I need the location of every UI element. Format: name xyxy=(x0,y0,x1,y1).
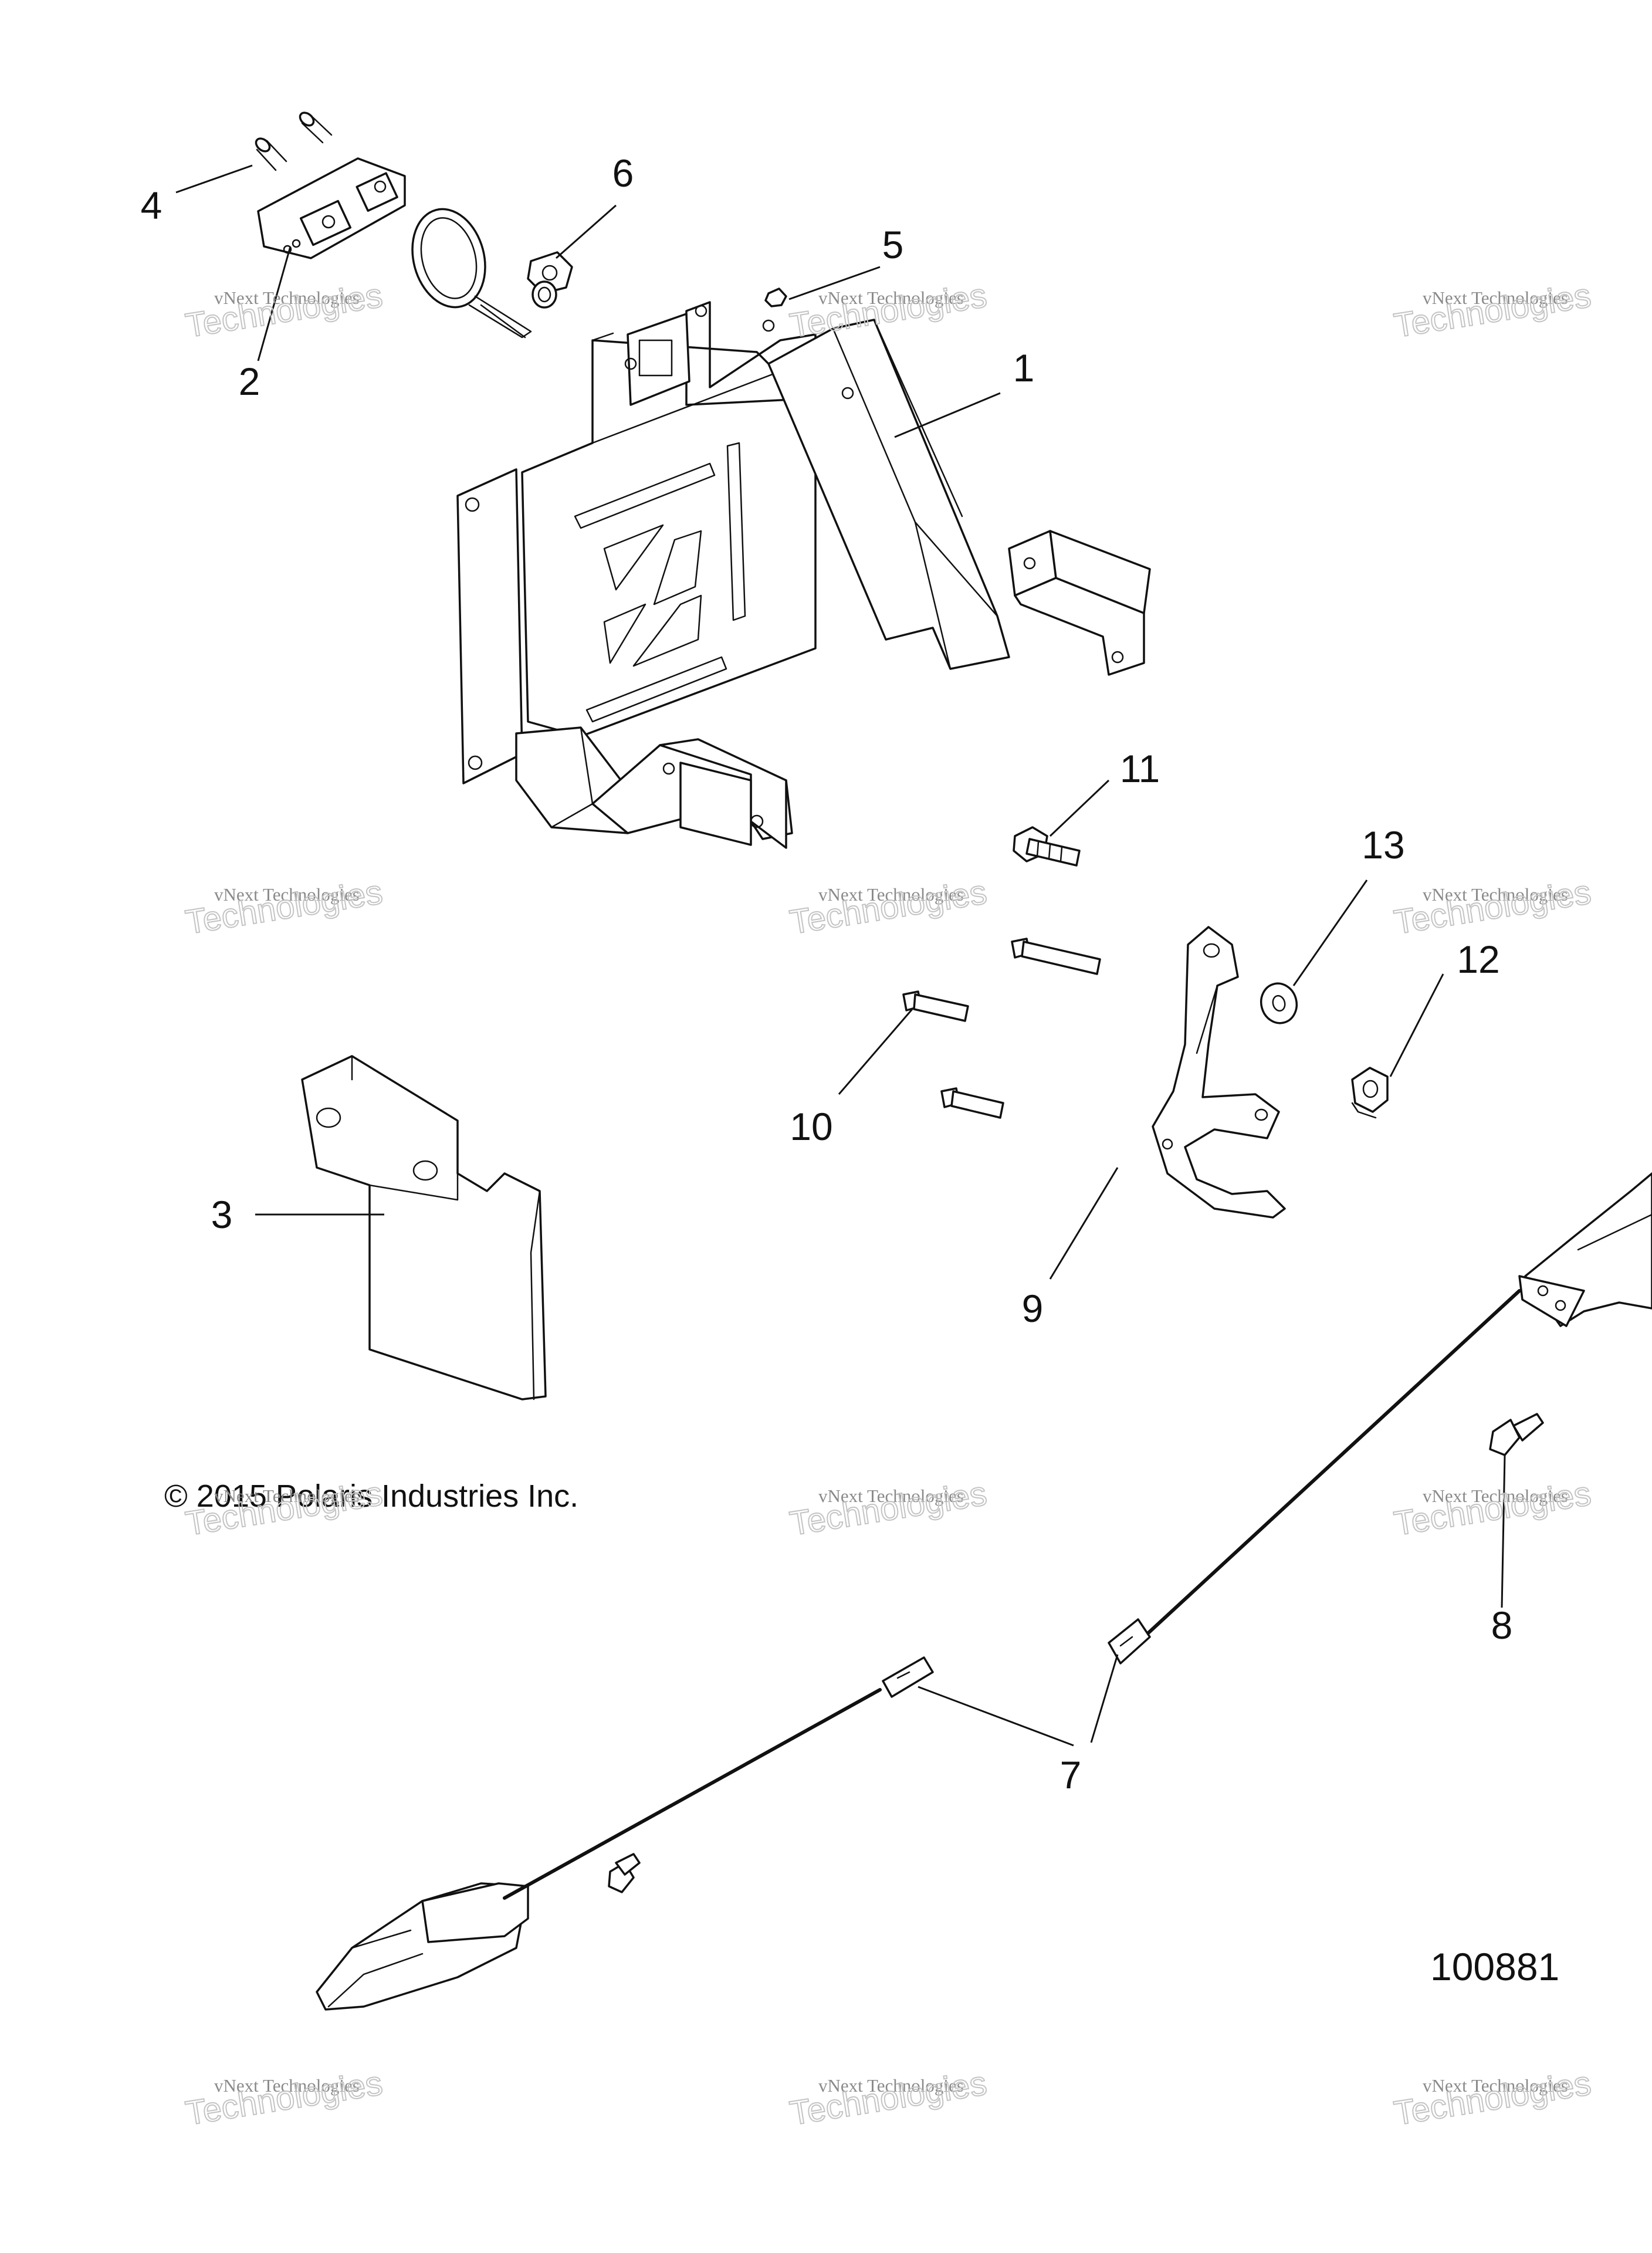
watermark: vNext Technologies Technologies xyxy=(1391,276,1595,346)
watermark-line1: vNext Technologies xyxy=(818,2075,964,2096)
watermark-line2: Technologies xyxy=(1392,276,1594,345)
callout-labels: 1 2 3 4 5 6 7 8 9 10 11 12 13 xyxy=(141,151,1513,1797)
watermark-line1: vNext Technologies xyxy=(214,884,360,905)
callout-9: 9 xyxy=(1022,1287,1044,1330)
watermark-line2: Technologies xyxy=(787,2064,990,2133)
figure-number: 100881 xyxy=(1430,1945,1559,1988)
part-11-flanged-bolt xyxy=(1013,826,1081,867)
callout-8: 8 xyxy=(1491,1604,1513,1647)
part-1-mounting-bracket xyxy=(456,301,1151,849)
part-8-push-rivets xyxy=(608,1413,1544,1893)
part-10-bolts xyxy=(902,938,1101,1119)
watermark-line1: vNext Technologies xyxy=(1423,884,1568,905)
callout-1: 1 xyxy=(1013,346,1035,390)
part-13-washer xyxy=(1260,982,1298,1024)
callout-6: 6 xyxy=(612,151,634,195)
watermark: vNext Technologies Technologies xyxy=(182,276,386,346)
callout-11: 11 xyxy=(1120,747,1160,790)
part-5-small-nut xyxy=(764,287,787,307)
part-4-screws xyxy=(255,111,333,171)
watermark: vNext Technologies Technologies xyxy=(1391,872,1595,942)
watermark-line2: Technologies xyxy=(1392,873,1594,942)
part-7-signal-lights xyxy=(316,1172,1652,2011)
callout-10: 10 xyxy=(790,1105,832,1148)
watermark-line1: vNext Technologies xyxy=(214,2075,360,2096)
callout-5: 5 xyxy=(882,223,904,266)
watermark: vNext Technologies Technologies xyxy=(787,1474,990,1544)
watermark-line2: Technologies xyxy=(1392,1474,1594,1543)
watermark-line1: vNext Technologies xyxy=(818,1486,964,1506)
watermark-line2: Technologies xyxy=(787,276,990,345)
watermark-line2: Technologies xyxy=(183,276,385,345)
part-9-c-bracket xyxy=(1152,926,1286,1219)
part-6-nut xyxy=(527,251,573,309)
watermark: vNext Technologies Technologies xyxy=(182,2063,386,2133)
callout-2: 2 xyxy=(239,360,260,403)
callout-4: 4 xyxy=(141,184,163,227)
watermark-line1: vNext Technologies xyxy=(1423,2075,1568,2096)
part-2-switch-housing xyxy=(257,157,532,339)
watermark: vNext Technologies Technologies xyxy=(787,872,990,942)
watermark-line1: vNext Technologies xyxy=(1423,287,1568,308)
copyright-notice: © 2015 Polaris Industries Inc. xyxy=(164,1479,578,1514)
watermark-line1: vNext Technologies xyxy=(818,287,964,308)
watermark: vNext Technologies Technologies xyxy=(1391,2063,1595,2133)
callout-13: 13 xyxy=(1362,823,1404,867)
watermark: vNext Technologies Technologies xyxy=(1391,1474,1595,1544)
watermark-line2: Technologies xyxy=(787,1474,990,1543)
callout-3: 3 xyxy=(211,1193,233,1236)
watermark: vNext Technologies Technologies xyxy=(787,2063,990,2133)
part-12-flange-nut xyxy=(1351,1067,1389,1119)
watermark-line1: vNext Technologies xyxy=(214,1486,360,1506)
watermark-line2: Technologies xyxy=(1392,2064,1594,2133)
callout-7: 7 xyxy=(1060,1753,1082,1797)
callout-12: 12 xyxy=(1457,938,1499,981)
watermark-line2: Technologies xyxy=(183,2064,385,2133)
watermark-line2: Technologies xyxy=(183,873,385,942)
watermark-line1: vNext Technologies xyxy=(214,287,360,308)
watermark-line2: Technologies xyxy=(787,873,990,942)
leader-lines xyxy=(175,164,1506,1747)
watermark-line1: vNext Technologies xyxy=(818,884,964,905)
part-3-shield xyxy=(301,1055,547,1400)
watermark: vNext Technologies Technologies xyxy=(182,872,386,942)
watermark-line1: vNext Technologies xyxy=(1423,1486,1568,1506)
watermark: vNext Technologies Technologies xyxy=(787,276,990,346)
